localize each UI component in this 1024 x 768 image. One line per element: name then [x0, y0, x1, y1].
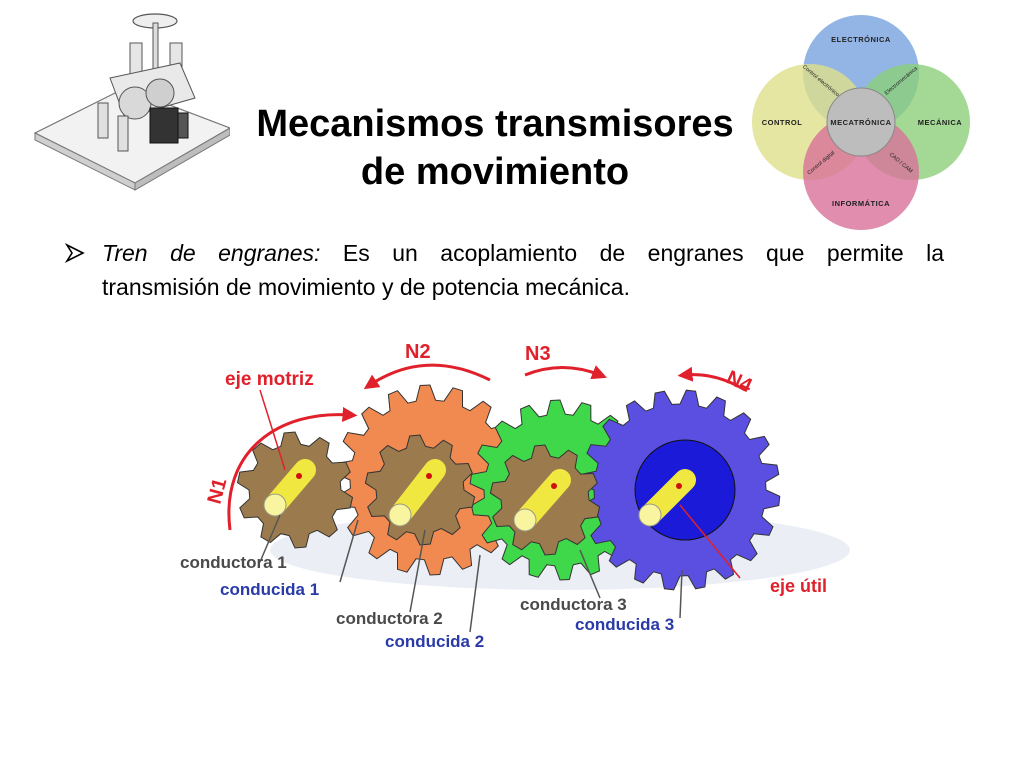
label-n3: N3 [525, 343, 551, 365]
conductora3-pointer [579, 549, 601, 599]
venn-circle-informatica [803, 114, 919, 230]
title-line-1: Mecanismos transmisores [256, 103, 734, 145]
label-n4: N4 [723, 367, 756, 398]
bullet-text-line-2: transmisión de movimiento y de potencia … [102, 274, 630, 300]
label-conductora-3: conductora 3 [520, 595, 627, 614]
label-eje-motriz: eje motriz [225, 369, 314, 390]
bullet-line-1: Tren de engranes: Es un acoplamiento de … [102, 236, 944, 270]
label-conductora-1: conductora 1 [180, 553, 287, 572]
bullet-term: Tren de engranes: [102, 240, 321, 266]
label-n2: N2 [405, 341, 431, 363]
bullet-item: Tren de engranes: Es un acoplamiento de … [64, 236, 944, 304]
bullet-text-line-1: Es un acoplamiento de engranes que permi… [320, 240, 944, 266]
conducida1-pointer [339, 519, 359, 583]
bullet-text: Tren de engranes: Es un acoplamiento de … [102, 236, 944, 304]
venn-label-left: Control [762, 118, 803, 127]
label-n1: N1 [204, 476, 232, 506]
shaft-end-1 [263, 493, 287, 517]
venn-label-right: Mecánica [918, 118, 962, 127]
gear-machine-illustration [33, 13, 230, 191]
venn-center [826, 87, 896, 157]
label-eje-util: eje útil [770, 576, 827, 596]
n2-arrow [363, 363, 491, 390]
mechatronics-venn-diagram: Electrónica Control Mecánica Informática… [752, 15, 970, 230]
shaft-dot-3 [551, 483, 557, 489]
venn-label-center: Mecatrónica [830, 118, 891, 127]
venn-label-top: Electrónica [831, 35, 891, 44]
shaft-dot-4 [676, 483, 682, 489]
label-conductora-2: conductora 2 [336, 609, 443, 628]
label-conducida-2: conducida 2 [385, 632, 484, 651]
shaft-dot-2 [426, 473, 432, 479]
conductora2-pointer [409, 529, 426, 613]
n3-arrow [524, 365, 607, 380]
shaft-end-2 [388, 503, 412, 527]
label-conducida-3: conducida 3 [575, 615, 674, 634]
shaft-end-4 [638, 503, 662, 527]
label-conducida-1: conducida 1 [220, 580, 319, 599]
eje-motriz-pointer [259, 389, 286, 471]
conducida3-pointer [679, 569, 683, 619]
conductora1-pointer [259, 514, 281, 563]
eje-util-pointer [679, 504, 741, 579]
shaft-end-3 [513, 508, 537, 532]
gear-train-diagram: eje motriz N1 N2 N3 N4 conductora 1 cond… [180, 341, 850, 651]
venn-label-bottom: Informática [832, 199, 890, 208]
title-line-2: de movimiento [360, 151, 630, 193]
n4-arrow [677, 366, 746, 392]
conducida2-pointer [469, 554, 481, 633]
shaft-dot-1 [296, 473, 302, 479]
arrow-bullet-icon [64, 236, 94, 273]
n1-arrow [227, 406, 358, 531]
page-title: Mecanismos transmisores de movimiento [220, 100, 770, 196]
